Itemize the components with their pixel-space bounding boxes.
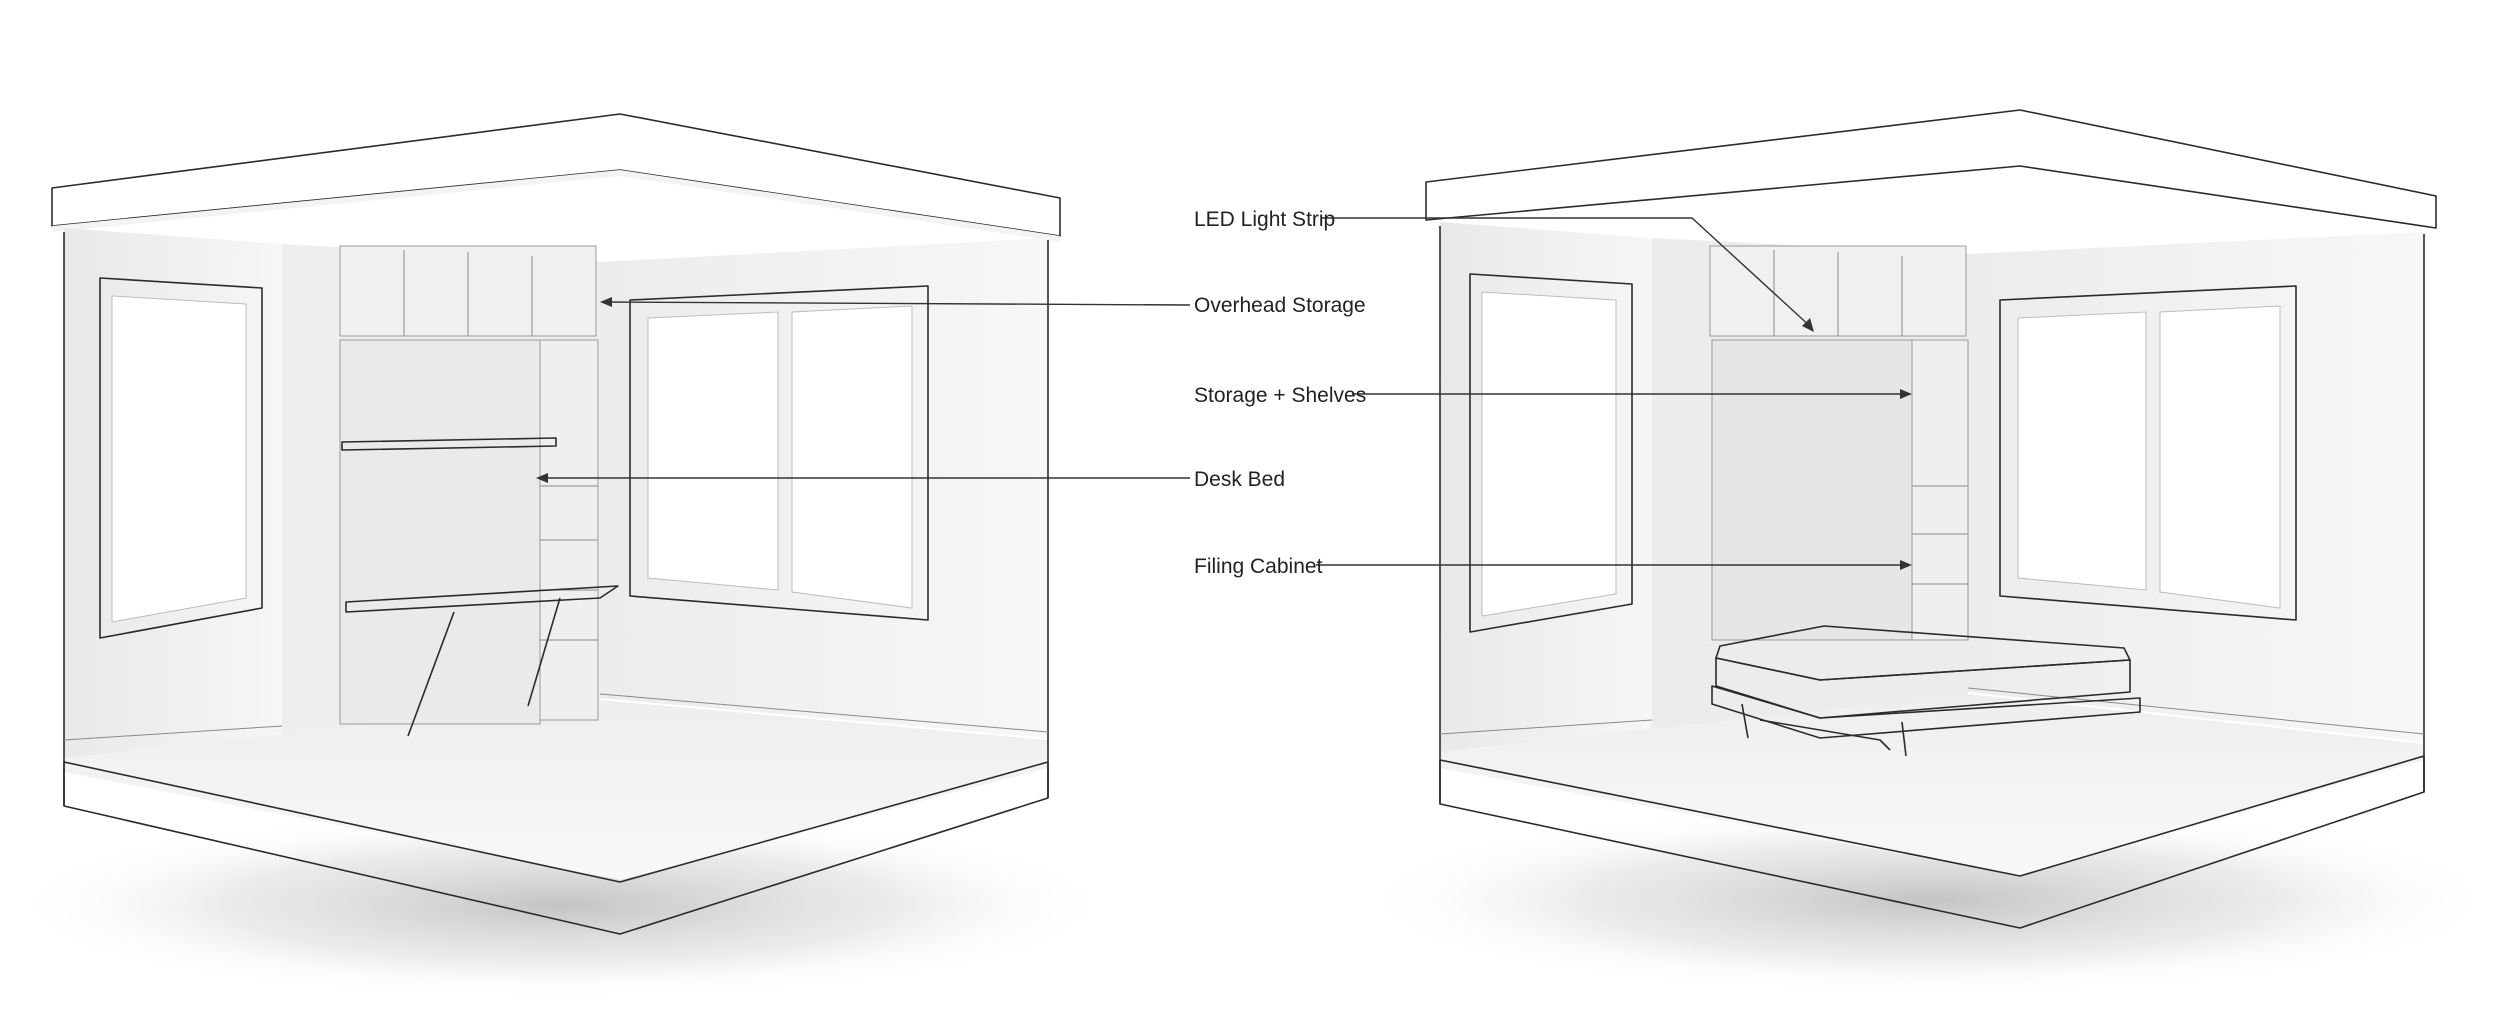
room-right-shadow [1350,805,2500,995]
room-right-overhead-cabinets [1709,245,1967,337]
room-left [0,113,1120,1000]
leader-lines [536,217,1912,570]
room-right-floor [1440,694,2424,876]
room-left-window-right [629,285,929,621]
room-right [1350,109,2500,995]
label-storage-shelves: Storage + Shelves [1194,384,1366,407]
room-left-shelf [341,437,557,451]
room-left-side-storage [539,339,599,721]
leader-overhead-storage [601,301,1191,306]
room-left-floor [64,700,1048,880]
room-left-overhead-cabinets [339,245,597,337]
room-right-bed-recess [1711,339,1913,641]
leader-led-light-strip [1322,217,1813,329]
room-left-ceiling-face [52,170,1060,242]
label-desk-bed: Desk Bed [1194,468,1285,491]
callout-labels: LED Light Strip Overhead Storage Storage… [1194,208,1366,578]
room-left-shadow [0,810,1120,1000]
room-right-side-storage [1911,339,1969,641]
label-filing-cabinet: Filing Cabinet [1194,555,1323,578]
room-left-desk-bed-panel [339,339,541,725]
room-left-desk [345,585,619,613]
label-led-light-strip: LED Light Strip [1194,208,1335,231]
room-right-window-right [1999,285,2297,621]
room-right-bed [1711,625,2141,757]
label-overhead-storage: Overhead Storage [1194,294,1366,317]
room-left-window-left [99,277,263,639]
room-right-ceiling-top [1425,109,2437,229]
room-right-window-left [1469,273,1633,633]
